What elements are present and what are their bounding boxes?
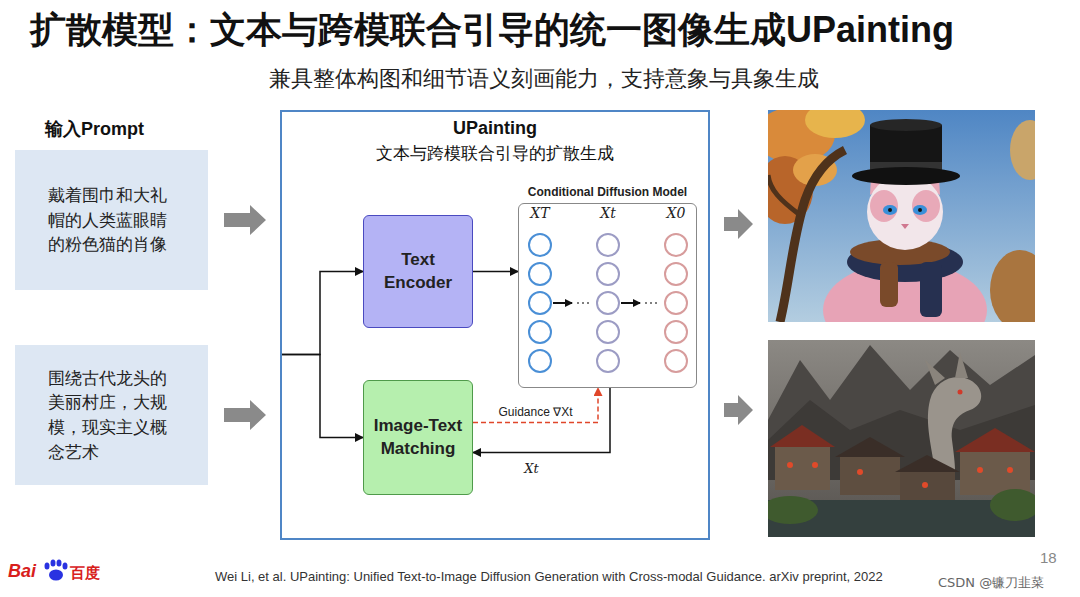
node-text: 戴着围巾和大礼帽的人类蓝眼睛的粉色猫的肖像 (48, 183, 176, 257)
prompt-box: 围绕古代龙头的美丽村庄，大规模，现实主义概念艺术 (15, 345, 208, 485)
matching-box: Image-Text Matching (363, 380, 473, 495)
citation: Wei Li, et al. UPainting: Unified Text-t… (215, 569, 883, 584)
logo-text-wrap: Bai (8, 561, 36, 582)
step-label-wrap: Xt (593, 205, 623, 221)
edge-label-wrap: Xt (522, 457, 540, 476)
node-text: Image-Text Matching (372, 415, 464, 461)
flow-arrow (281, 355, 363, 438)
input-heading-wrap: 输入Prompt (45, 117, 144, 141)
watermark: CSDN @镰刀韭菜 (938, 575, 1044, 590)
guidance-arrow (473, 388, 598, 423)
baidu-paw (45, 560, 68, 581)
diffusion-box: Conditional Diffusion Model (518, 203, 697, 388)
subtitle: 兼具整体构图和细节语义刻画能力，支持意象与具象生成 (264, 64, 824, 94)
step-label: Xt (593, 205, 623, 221)
prompt-box: 戴着围巾和大礼帽的人类蓝眼睛的粉色猫的肖像 (15, 150, 208, 290)
flow-arrow (473, 271, 518, 273)
node-text: UPainting (453, 118, 537, 139)
model-frame: UPainting 文本与跨模联合引导的扩散生成 Text EncoderImage… (280, 110, 710, 540)
diffusion-steps (529, 234, 687, 372)
subtitle-wrap: 兼具整体构图和细节语义刻画能力，支持意象与具象生成 (264, 64, 824, 94)
step-label-wrap: XT (525, 205, 555, 221)
page-number: 18 (1040, 549, 1057, 566)
flow-arrow (473, 388, 610, 453)
edge-label: Guidance ∇Xt (496, 404, 574, 418)
slide-title-wrap: 扩散模型：文本与跨模联合引导的统一图像生成UPainting (30, 6, 954, 55)
encoder-box: Text Encoder (363, 215, 473, 328)
node-text: Conditional Diffusion Model (528, 185, 687, 199)
cat-image (768, 110, 1035, 322)
edge-label-wrap: Guidance ∇Xt (496, 400, 574, 419)
input-heading: 输入Prompt (45, 119, 144, 139)
logo-text: Bai (8, 561, 36, 581)
step-label: XT (525, 205, 555, 221)
step-label: X0 (661, 205, 691, 221)
node-text: 围绕古代龙头的美丽村庄，大规模，现实主义概念艺术 (48, 366, 176, 465)
output-arrows (724, 209, 753, 425)
logo-text-wrap: 百度 (70, 563, 100, 583)
input-arrow (224, 400, 266, 430)
page-number-wrap: 18 (1040, 548, 1057, 567)
node-text: Text Encoder (372, 249, 464, 295)
node-subtext: 文本与跨模联合引导的扩散生成 (376, 142, 614, 165)
citation-wrap: Wei Li, et al. UPainting: Unified Text-t… (215, 566, 883, 585)
flow-arrow (281, 272, 363, 355)
logo-text: 百度 (70, 564, 100, 582)
slide-title: 扩散模型：文本与跨模联合引导的统一图像生成UPainting (30, 9, 954, 50)
watermark-wrap: CSDN @镰刀韭菜 (938, 572, 1044, 592)
edge-label: Xt (522, 460, 540, 475)
input-arrow (224, 205, 266, 235)
step-arrows (553, 302, 657, 304)
village-image (768, 340, 1035, 537)
step-label-wrap: X0 (661, 205, 691, 221)
